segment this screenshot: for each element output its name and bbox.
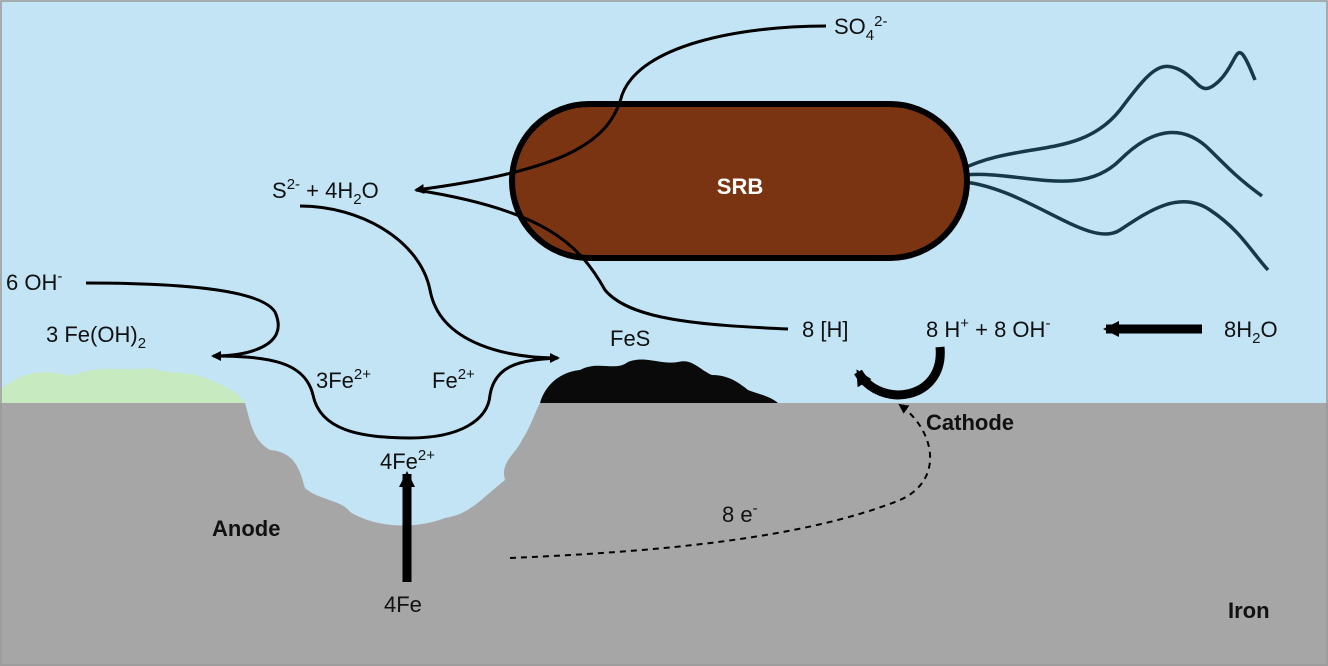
hydroxide-curve <box>85 281 280 361</box>
reaction-curves <box>85 24 827 440</box>
water-split-label: 8 H+ + 8 OH- <box>926 315 1050 342</box>
iron-metal <box>0 403 1328 666</box>
hydroxide-label: 6 OH- <box>6 268 62 295</box>
srb-bacterium <box>509 101 970 261</box>
ferrous-3-label: 3Fe2+ <box>316 366 371 393</box>
srb-label: SRB <box>717 174 763 199</box>
hydrogen-uptake-curve <box>415 188 789 331</box>
iron-metal-label: 4Fe <box>384 592 422 617</box>
flagella <box>959 51 1270 272</box>
anode-label: Anode <box>212 516 280 541</box>
ferrous-split-curve <box>212 354 559 440</box>
electron-path <box>509 403 931 559</box>
atomic-hydrogen-label: 8 [H] <box>802 317 848 342</box>
cathode-label: Cathode <box>926 410 1014 435</box>
fes-label: FeS <box>610 326 650 351</box>
reduction-arrow <box>854 346 945 400</box>
electrons-label: 8 e- <box>722 500 758 527</box>
sulfide-to-fes-curve <box>299 204 560 363</box>
sulfate-label: SO42- <box>834 13 887 44</box>
sulfide-water-label: S2- + 4H2O <box>272 176 379 208</box>
fes-deposit <box>540 359 778 403</box>
fe-oh2-deposit <box>0 368 245 403</box>
ferrous-4-label: 4Fe2+ <box>380 447 435 474</box>
water-label: 8H2O <box>1224 317 1278 347</box>
ferrous-hydroxide-label: 3 Fe(OH)2 <box>46 322 146 352</box>
iron-label: Iron <box>1228 598 1270 623</box>
ferrous-1-label: Fe2+ <box>432 366 475 393</box>
sulfate-uptake-curve <box>414 24 827 194</box>
